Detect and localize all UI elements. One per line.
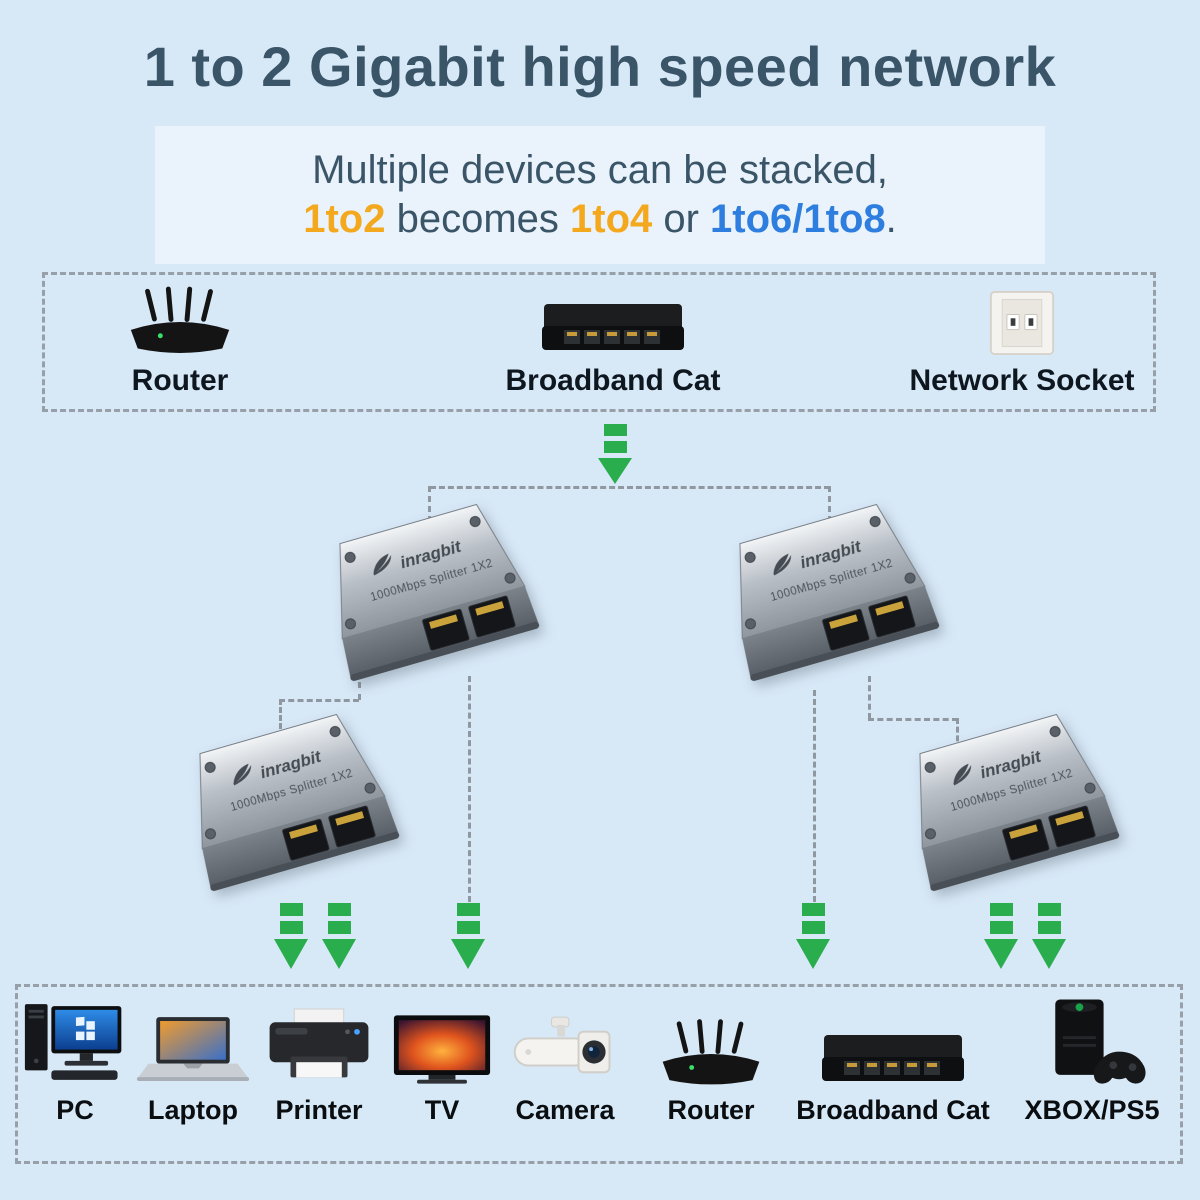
device-router-label: Router [667,1095,755,1125]
splitter-bottom-left: inragbit 1000Mbps Splitter 1X2 [166,699,415,920]
down-arrow-icon [322,903,356,969]
source-router-label: Router [131,364,229,397]
device-console-label: XBOX/PS5 [1024,1095,1160,1125]
device-console: XBOX/PS5 [1008,996,1176,1126]
device-switch-label: Broadband Cat [796,1095,990,1125]
device-laptop: Laptop [134,996,252,1126]
connector-s1-out1-b [279,699,359,702]
down-arrow-icon [274,903,308,969]
devices-panel [15,984,1183,1164]
brand-wing-icon [373,553,392,576]
laptop-icon [135,996,251,1087]
socket-icon [989,286,1055,356]
down-arrow-icon [984,903,1018,969]
source-switch-label: Broadband Cat [505,364,721,397]
device-pc: PC [22,996,128,1126]
device-pc-label: PC [56,1095,94,1125]
connector-main-horizontal [430,486,830,489]
camera-icon [507,996,623,1087]
connector-right-drop [828,486,831,522]
connector-s1-out2 [468,676,471,902]
down-arrow-icon [598,424,632,484]
device-switch: Broadband Cat [786,996,1000,1126]
subtitle-box: Multiple devices can be stacked, 1to2 be… [155,126,1045,264]
splitter-top-right: inragbit 1000Mbps Splitter 1X2 [706,489,955,710]
connector-s2-out2-a [868,676,871,719]
device-printer: Printer [258,996,380,1126]
connector-s2-out1 [813,690,816,902]
pc-icon [23,996,127,1087]
device-camera-label: Camera [515,1095,615,1125]
splitter-top-left: inragbit 1000Mbps Splitter 1X2 [306,489,555,710]
device-laptop-label: Laptop [148,1095,238,1125]
connector-left-drop [428,486,431,522]
router-icon [121,286,239,356]
connector-s1-out1-a [358,682,361,700]
splitter-bottom-right: inragbit 1000Mbps Splitter 1X2 [886,699,1135,920]
connector-s2-out2-b [868,718,958,721]
source-socket: Network Socket [892,286,1152,398]
device-tv: TV [392,996,492,1126]
device-printer-label: Printer [275,1095,363,1125]
connector-s1-out1-c [279,699,282,745]
device-router: Router [642,996,780,1126]
switch-icon [538,286,688,356]
source-switch: Broadband Cat [463,286,763,398]
switch-icon [818,996,968,1087]
router-icon [653,996,769,1087]
subtitle-line1: Multiple devices can be stacked, [312,148,888,192]
sources-panel [42,272,1156,412]
down-arrow-icon [1032,903,1066,969]
page-title: 1 to 2 Gigabit high speed network [143,35,1057,98]
printer-icon [262,996,376,1087]
source-router: Router [70,286,290,398]
subtitle-line2: 1to2 becomes 1to4 or 1to6/1to8. [303,197,897,241]
device-tv-label: TV [424,1095,460,1125]
brand-wing-icon [773,553,792,576]
device-camera: Camera [498,996,632,1126]
source-socket-label: Network Socket [909,364,1135,397]
connector-s2-out2-c [956,718,959,750]
brand-wing-icon [233,763,252,786]
down-arrow-icon [796,903,830,969]
tv-icon [392,996,492,1087]
brand-wing-icon [953,763,972,786]
down-arrow-icon [451,903,485,969]
console-icon [1034,996,1150,1087]
